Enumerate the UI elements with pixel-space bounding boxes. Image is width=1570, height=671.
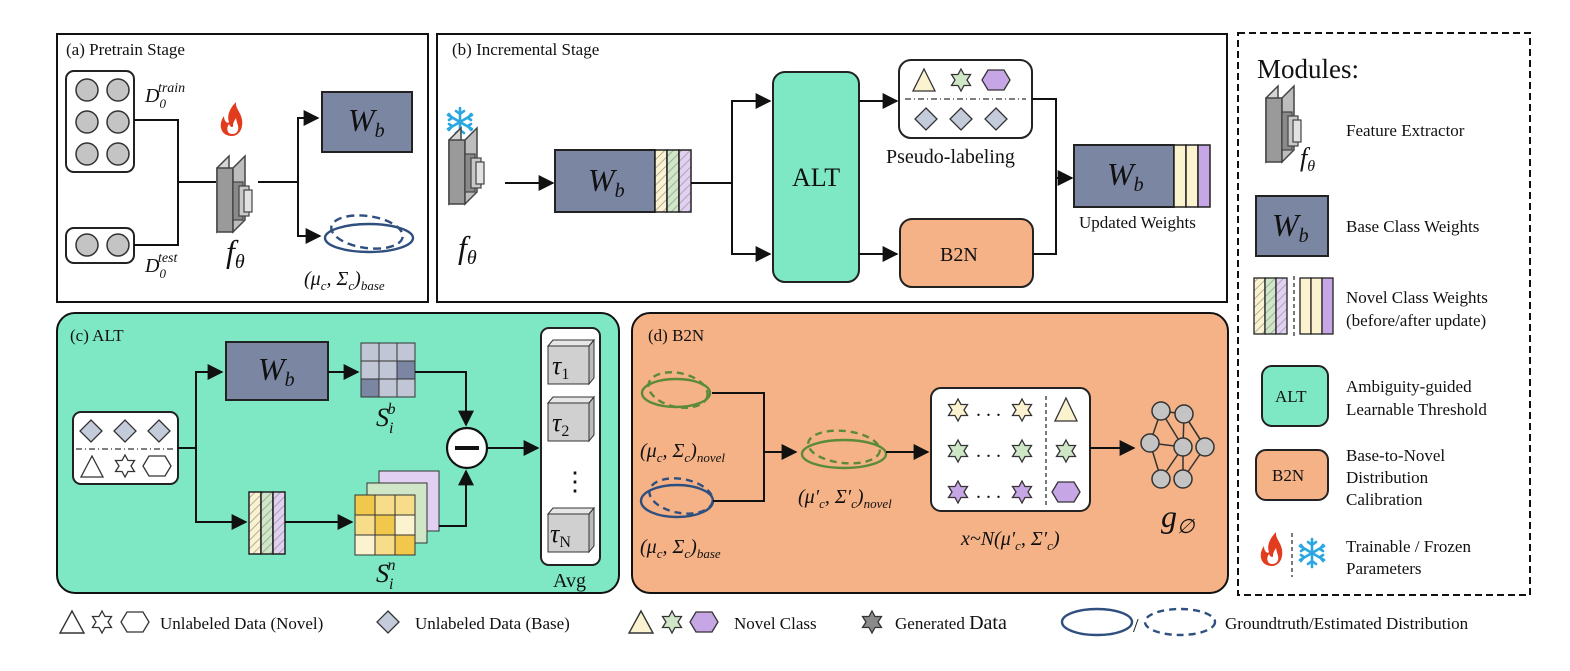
module-params-label-2: Parameters [1346, 559, 1422, 578]
legend-generated-data: Generated Data [895, 612, 1007, 634]
star-icon [91, 610, 113, 634]
svg-text:B2N: B2N [1272, 466, 1304, 485]
svg-text:Wb: Wb [1272, 207, 1309, 247]
panel-incremental-title: (b) Incremental Stage [452, 40, 599, 59]
updated-weights-box: Wb [1073, 144, 1211, 208]
svg-text:. . .: . . . [976, 481, 1001, 503]
module-novel-weights-label-2: (before/after update) [1346, 311, 1486, 330]
panel-b2n: (d) B2N (μc, Σc)novel (μc, Σc)base (μ′c,… [631, 312, 1229, 594]
test-data-box [65, 227, 135, 264]
hexagon-icon [120, 611, 150, 633]
novel-similarity-matrix [354, 470, 440, 556]
avg-label: Avg [553, 570, 586, 592]
novel-stats-label: (μc, Σc)novel [640, 440, 725, 465]
novel-weights-small [248, 491, 286, 555]
module-alt-label-2: Learnable Threshold [1346, 400, 1487, 419]
module-b2n-label-1: Base-to-Novel [1346, 446, 1445, 465]
svg-text:Wb: Wb [1107, 156, 1144, 196]
bottom-legend: Unlabeled Data (Novel) Unlabeled Data (B… [58, 607, 1469, 637]
svg-text:ALT: ALT [1275, 387, 1307, 406]
svg-text:τ1: τ1 [552, 351, 569, 383]
panel-pretrain-title: (a) Pretrain Stage [66, 40, 185, 59]
module-base-weights-label: Base Class Weights [1346, 217, 1479, 236]
triangle-icon [627, 609, 655, 634]
modules-panel: Modules: fθ Feature Extractor Wb Base Cl… [1237, 32, 1531, 596]
alt-module-box: ALT [772, 71, 860, 283]
estimated-ellipse-icon [1143, 607, 1217, 637]
module-base-weights-box: Wb [1255, 195, 1329, 257]
weights-before-box: Wb [554, 149, 692, 213]
d-train-label: D0train [144, 81, 185, 111]
alt-base-weights-box: Wb [225, 341, 329, 401]
unlabeled-data-box [72, 411, 179, 485]
svg-text:. . .: . . . [976, 440, 1001, 462]
svg-text:ALT: ALT [792, 163, 840, 192]
legend-unlabeled-base: Unlabeled Data (Base) [415, 614, 570, 633]
hexagon-icon [689, 611, 719, 633]
d-test-label: D0test [144, 251, 179, 281]
updated-weights-label: Updated Weights [1079, 213, 1196, 232]
s-n-label: Sin [376, 557, 395, 593]
module-feature-extractor-label: Feature Extractor [1346, 121, 1465, 140]
panel-b2n-title: (d) B2N [648, 326, 704, 345]
module-b2n-label-2: Distribution [1346, 468, 1429, 487]
svg-text:τ2: τ2 [552, 408, 569, 440]
module-alt-box: ALT [1261, 365, 1329, 427]
module-novel-weights-label-1: Novel Class Weights [1346, 288, 1488, 307]
base-stats-label: (μc, Σc)base [640, 536, 721, 561]
panel-pretrain: (a) Pretrain Stage D0train D0test fθ [56, 33, 429, 303]
triangle-icon [58, 609, 86, 634]
generated-samples-box: . . . . . . . . . [930, 387, 1091, 512]
legend-unlabeled-novel: Unlabeled Data (Novel) [160, 614, 323, 633]
calibrated-distribution-icon [800, 429, 888, 470]
s-b-label: Sib [376, 401, 395, 437]
classifier-label: g∅ [1161, 498, 1196, 538]
train-data-box [65, 70, 135, 173]
tau-ellipsis: ⋮ [562, 467, 588, 496]
module-alt-label-1: Ambiguity-guided [1346, 377, 1472, 396]
threshold-list: τ1 τ2 ⋮ τN [540, 327, 601, 566]
panel-alt-title: (c) ALT [70, 326, 124, 345]
star-icon [661, 610, 683, 634]
svg-text:/: / [1133, 615, 1139, 637]
sampling-label: x~N(μ′c, Σ′c) [960, 528, 1060, 553]
modules-title: Modules: [1257, 54, 1359, 84]
novel-distribution-icon [640, 371, 712, 409]
tau-cube-n: τN [546, 506, 596, 554]
panel-alt: (c) ALT Wb [56, 312, 620, 594]
svg-text:Wb: Wb [258, 351, 295, 391]
legend-distribution: Groundtruth/Estimated Distribution [1225, 614, 1469, 633]
legend-novel-class: Novel Class [734, 614, 817, 633]
groundtruth-ellipse-icon [1060, 607, 1134, 637]
base-distribution-icon [323, 214, 415, 254]
module-b2n-label-3: Calibration [1346, 490, 1423, 509]
tau-cube-1: τ1 [546, 338, 596, 386]
classifier-network-icon [1140, 401, 1215, 489]
b2n-module-box: B2N [899, 218, 1034, 288]
base-similarity-matrix [360, 342, 416, 398]
generated-star-icon [861, 610, 883, 634]
pseudo-labeling-label: Pseudo-labeling [886, 146, 1015, 168]
panel-incremental: (b) Incremental Stage fθ Wb ALT [436, 33, 1228, 303]
diamond-icon [376, 610, 400, 634]
module-params-label-1: Trainable / Frozen [1346, 537, 1471, 556]
module-novel-weights-icon [1253, 276, 1334, 336]
base-stats-label: (μc, Σc)base [304, 268, 385, 293]
tau-cube-2: τ2 [546, 395, 596, 443]
subtract-operator [445, 426, 489, 470]
svg-text:B2N: B2N [940, 244, 978, 266]
calibrated-stats-label: (μ′c, Σ′c)novel [798, 486, 892, 511]
pseudo-labeling-box [898, 59, 1033, 139]
base-weights-box: Wb [321, 91, 413, 153]
svg-text:Wb: Wb [588, 162, 625, 202]
svg-text:τN: τN [550, 519, 571, 551]
svg-text:fθ: fθ [1300, 143, 1315, 175]
svg-text:. . .: . . . [976, 399, 1001, 421]
svg-text:Wb: Wb [348, 102, 385, 142]
module-b2n-box: B2N [1255, 449, 1329, 501]
